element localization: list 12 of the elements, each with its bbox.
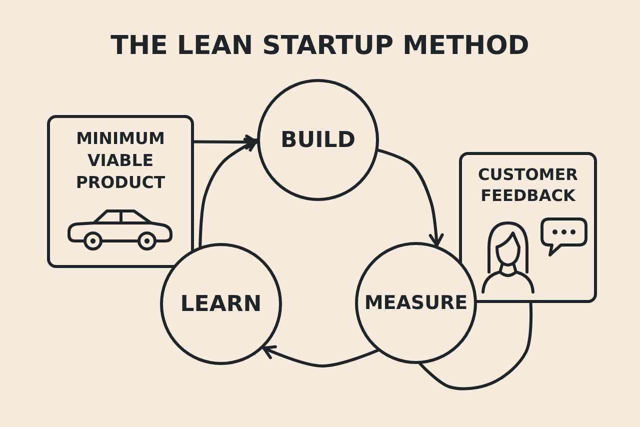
title: THE LEAN STARTUP METHOD xyxy=(110,30,530,62)
card-heading: MINIMUM VIABLE PRODUCT xyxy=(74,128,166,194)
stage-label: BUILD xyxy=(280,128,356,152)
connector-line xyxy=(418,302,533,390)
stage-label: MEASURE xyxy=(364,292,468,314)
arrow xyxy=(198,138,258,248)
card-heading: CUSTOMER FEEDBACK xyxy=(477,164,579,206)
arrow xyxy=(376,148,444,248)
arrow xyxy=(192,134,259,150)
arrow xyxy=(262,345,380,368)
info-card xyxy=(47,115,194,268)
stage-label: LEARN xyxy=(180,292,262,316)
